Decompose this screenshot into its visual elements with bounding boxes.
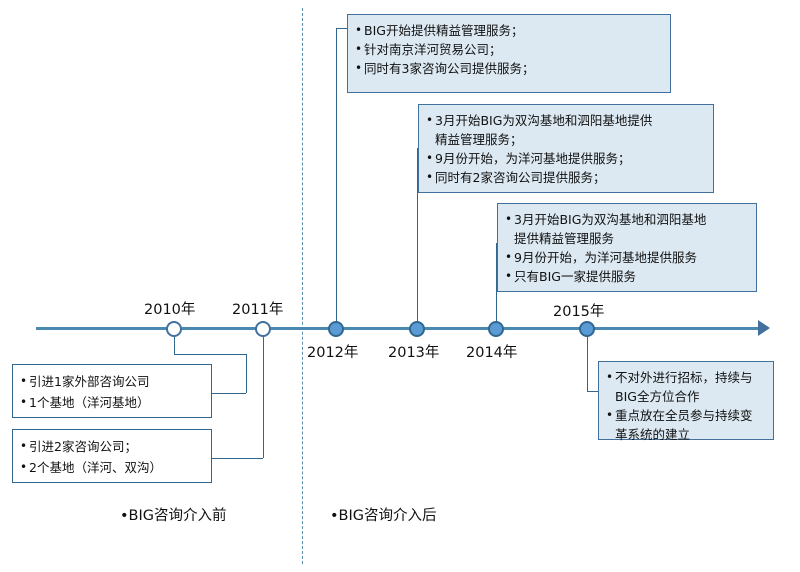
callout-2012-line-1: BIG开始提供精益管理服务； <box>355 21 662 40</box>
connector-2012-stub <box>336 28 347 29</box>
connector-2012-vertical <box>336 28 337 328</box>
connector-2014-vertical <box>496 243 497 328</box>
legend-before: •BIG咨询介入前 <box>120 508 227 524</box>
callout-2012-line-2: 针对南京洋河贸易公司； <box>355 40 662 59</box>
callout-2014-line-3: 只有BIG一家提供服务 <box>505 267 748 286</box>
timeline-axis <box>36 327 766 330</box>
marker-2011[interactable] <box>255 321 271 337</box>
callout-2015-line-1: 不对外进行招标，持续与 BIG全方位合作 <box>606 368 765 406</box>
marker-2013[interactable] <box>409 321 425 337</box>
callout-2014-line-1: 3月开始BIG为双沟基地和泗阳基地 提供精益管理服务 <box>505 210 748 248</box>
callout-2012-line-3: 同时有3家咨询公司提供服务； <box>355 59 662 78</box>
marker-2014[interactable] <box>488 321 504 337</box>
callout-2011-line-1: 引进2家咨询公司； <box>20 436 203 457</box>
callout-2011-line-2: 2个基地（洋河、双沟） <box>20 457 203 478</box>
callout-2013-line-3: 同时有2家咨询公司提供服务； <box>426 168 705 187</box>
connector-2010-entry <box>212 393 246 394</box>
connector-2010-vertical <box>174 334 175 354</box>
callout-2013-line-1: 3月开始BIG为双沟基地和泗阳基地提供 精益管理服务； <box>426 111 705 149</box>
callout-2012: BIG开始提供精益管理服务； 针对南京洋河贸易公司； 同时有3家咨询公司提供服务… <box>347 14 671 93</box>
connector-2013-vertical <box>417 148 418 328</box>
connector-2011-vertical <box>263 334 264 458</box>
callout-2015-line-2: 重点放在全员参与持续变 革系统的建立 <box>606 406 765 444</box>
callout-2010-line-2: 1个基地（洋河基地） <box>20 392 203 413</box>
year-label-2011: 2011年 <box>232 302 284 318</box>
callout-2014: 3月开始BIG为双沟基地和泗阳基地 提供精益管理服务 9月份开始，为洋河基地提供… <box>497 203 757 292</box>
year-label-2012: 2012年 <box>307 345 359 361</box>
connector-2015-stub <box>587 391 598 392</box>
callout-2013-line-2: 9月份开始，为洋河基地提供服务； <box>426 149 705 168</box>
marker-2012[interactable] <box>328 321 344 337</box>
year-label-2013: 2013年 <box>388 345 440 361</box>
connector-2010-horizontal <box>174 354 246 355</box>
marker-2015[interactable] <box>579 321 595 337</box>
connector-2010-drop <box>246 354 247 393</box>
timeline-axis-arrow <box>758 320 770 336</box>
callout-2011: 引进2家咨询公司； 2个基地（洋河、双沟） <box>12 429 212 483</box>
connector-2011-entry <box>212 458 263 459</box>
connector-2015-vertical <box>587 329 588 391</box>
before-after-divider <box>302 8 303 564</box>
callout-2014-line-2: 9月份开始，为洋河基地提供服务 <box>505 248 748 267</box>
year-label-2014: 2014年 <box>466 345 518 361</box>
year-label-2010: 2010年 <box>144 302 196 318</box>
callout-2010: 引进1家外部咨询公司 1个基地（洋河基地） <box>12 364 212 418</box>
callout-2010-line-1: 引进1家外部咨询公司 <box>20 371 203 392</box>
callout-2015: 不对外进行招标，持续与 BIG全方位合作 重点放在全员参与持续变 革系统的建立 <box>598 361 774 442</box>
marker-2010[interactable] <box>166 321 182 337</box>
callout-2013: 3月开始BIG为双沟基地和泗阳基地提供 精益管理服务； 9月份开始，为洋河基地提… <box>418 104 714 193</box>
year-label-2015: 2015年 <box>553 304 605 320</box>
legend-after: •BIG咨询介入后 <box>330 508 437 524</box>
